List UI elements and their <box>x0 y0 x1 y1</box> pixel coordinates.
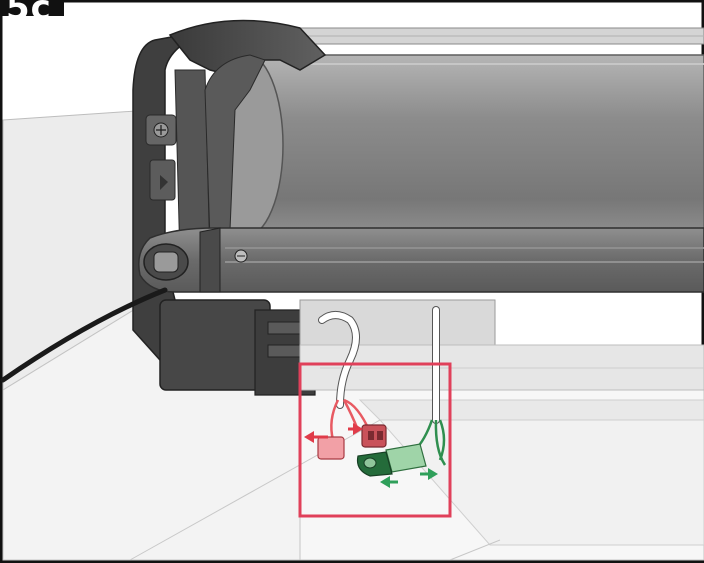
wall-surfaces <box>2 109 704 561</box>
top-rail <box>259 27 704 45</box>
black-power-cable <box>0 287 168 383</box>
red-connector-female <box>317 436 345 460</box>
step-label: 5c <box>0 0 64 16</box>
highlight-box <box>298 362 452 518</box>
green-connector-pair <box>356 419 447 488</box>
red-connector-pair <box>304 398 387 460</box>
roller-tube <box>206 52 704 238</box>
bottom-rail <box>138 227 704 293</box>
